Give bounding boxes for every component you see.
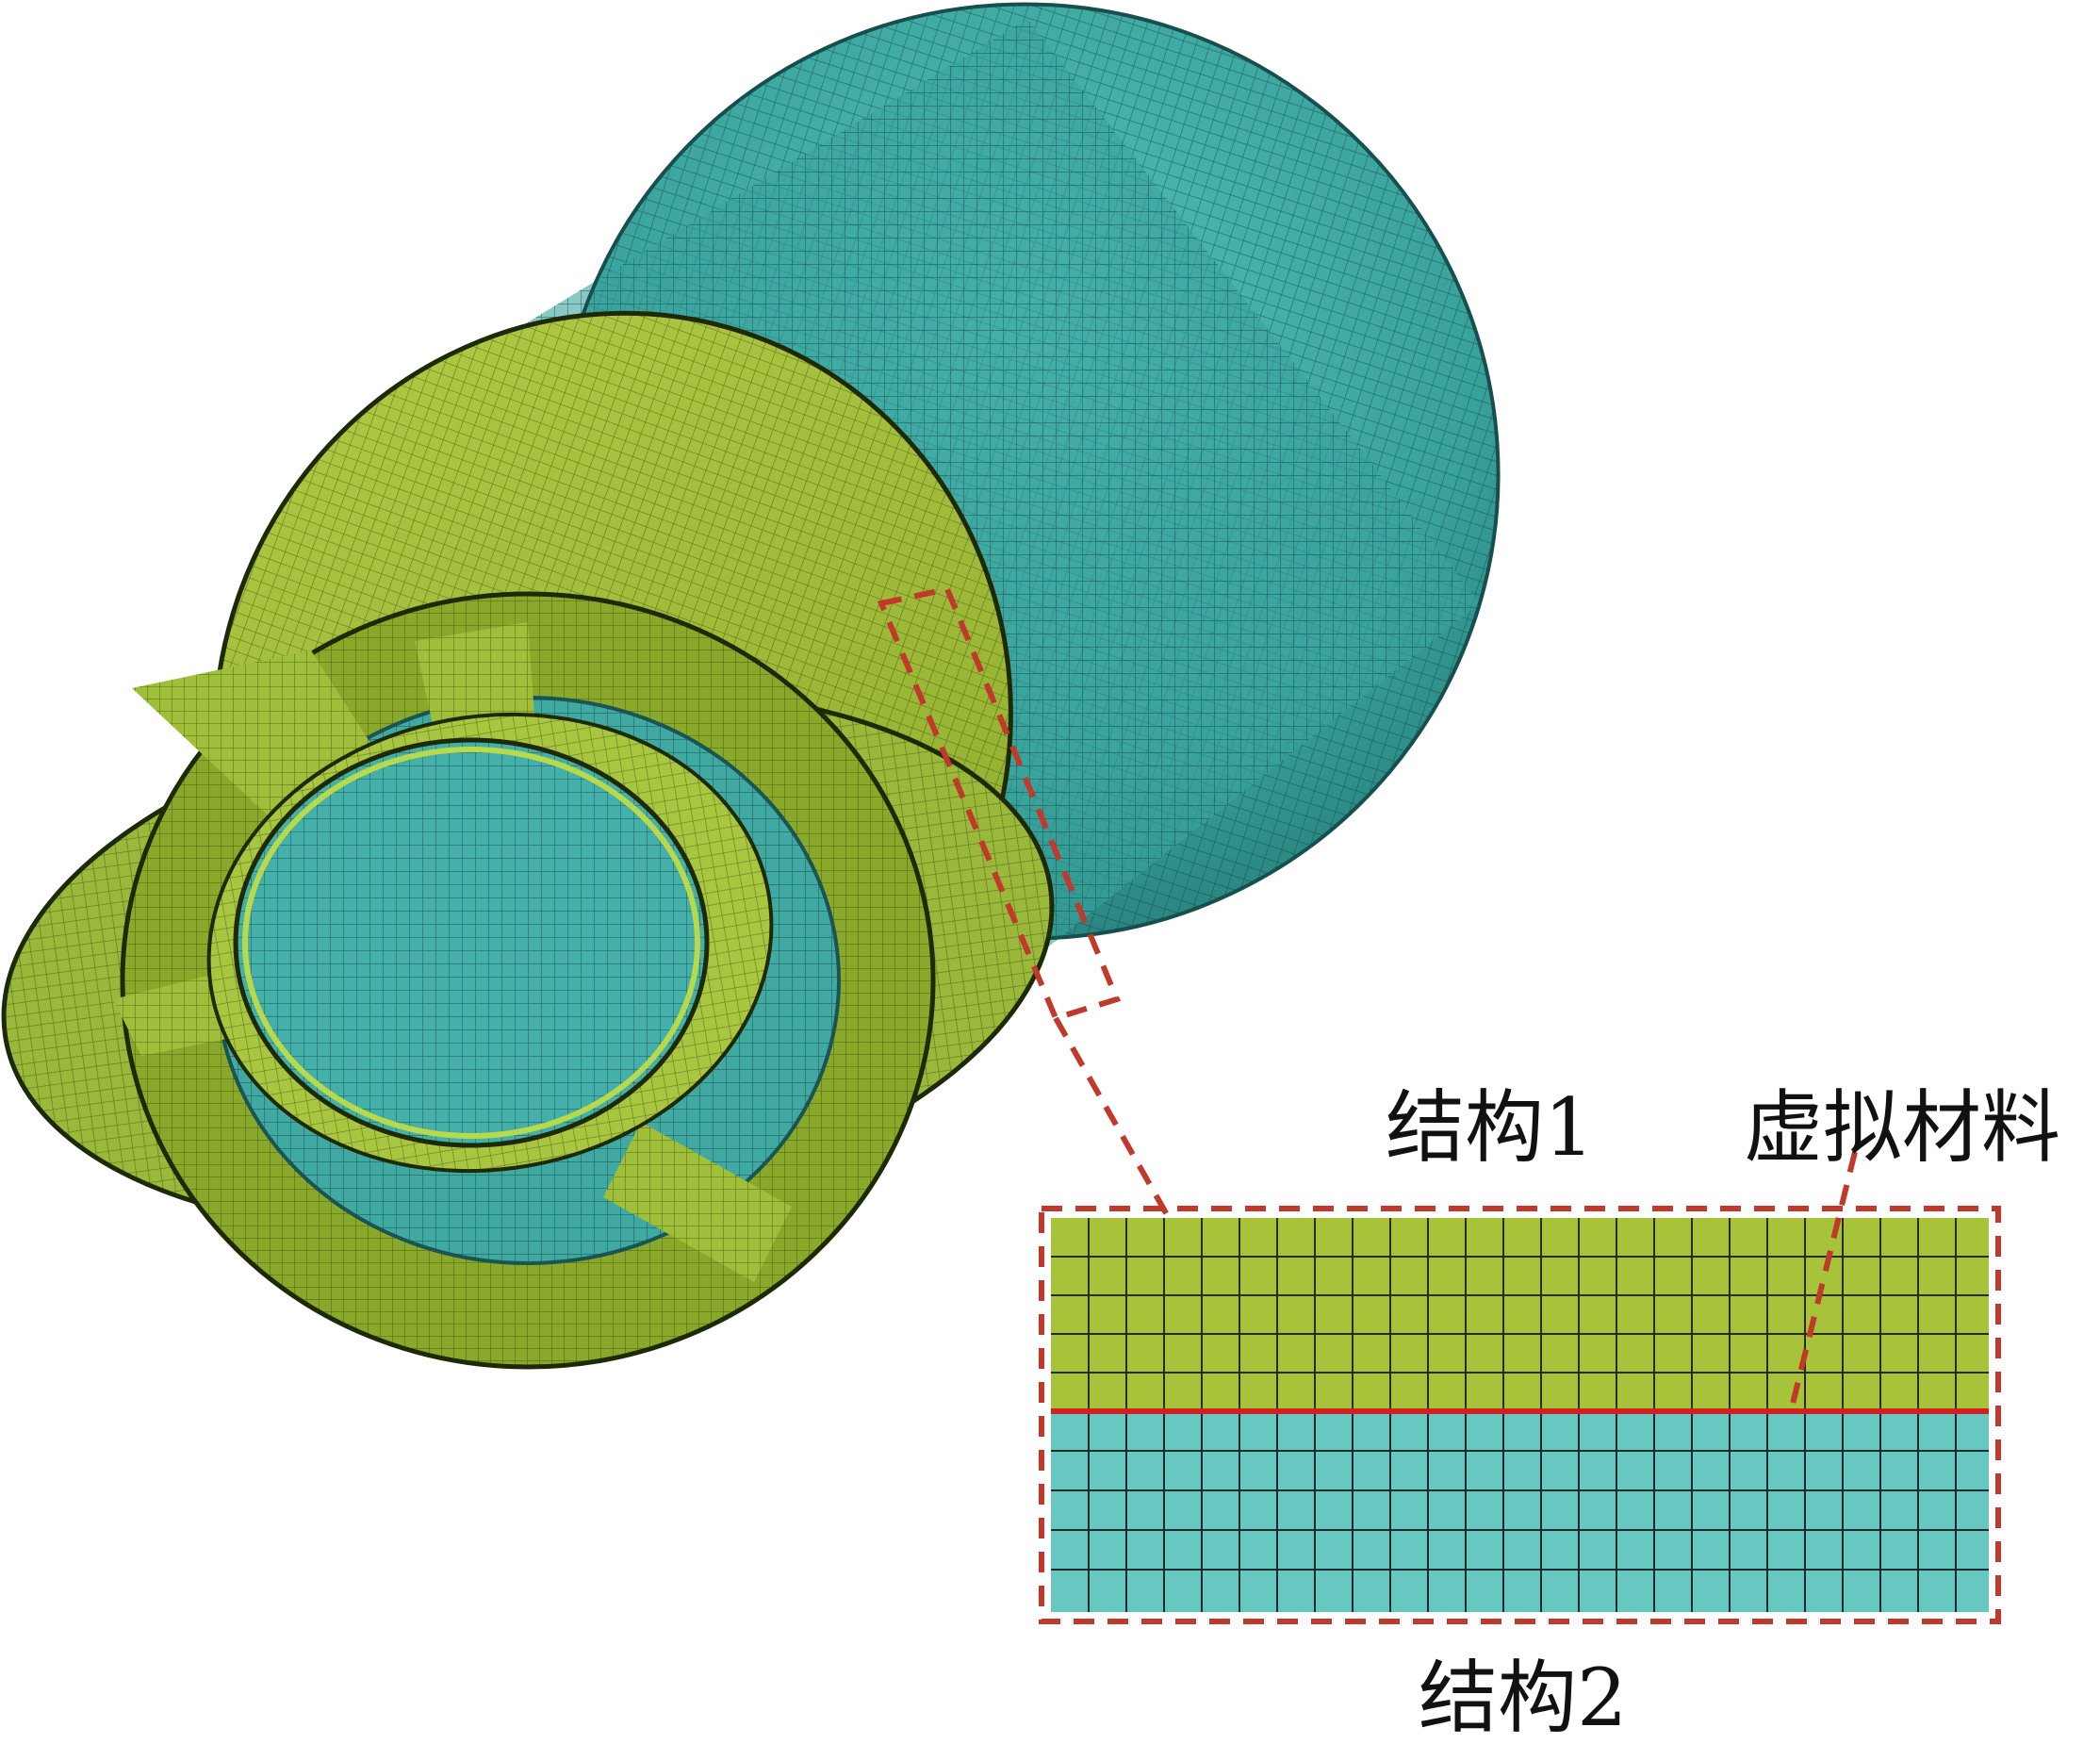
label-virtual-material: 虚拟材料 [1744, 1081, 2060, 1174]
detail-frame [1039, 1206, 2001, 1624]
zoom-callout [877, 585, 1172, 1220]
detail-grid-lines [1051, 1218, 1989, 1612]
label-structure-1: 结构1 [1386, 1081, 1594, 1174]
front-flange-structure-1 [1, 310, 1055, 1370]
label-structure-2: 结构2 [1419, 1652, 1627, 1744]
zoomed-mesh-detail [1039, 1206, 2001, 1624]
virtual-material-leader [1788, 1151, 1858, 1412]
